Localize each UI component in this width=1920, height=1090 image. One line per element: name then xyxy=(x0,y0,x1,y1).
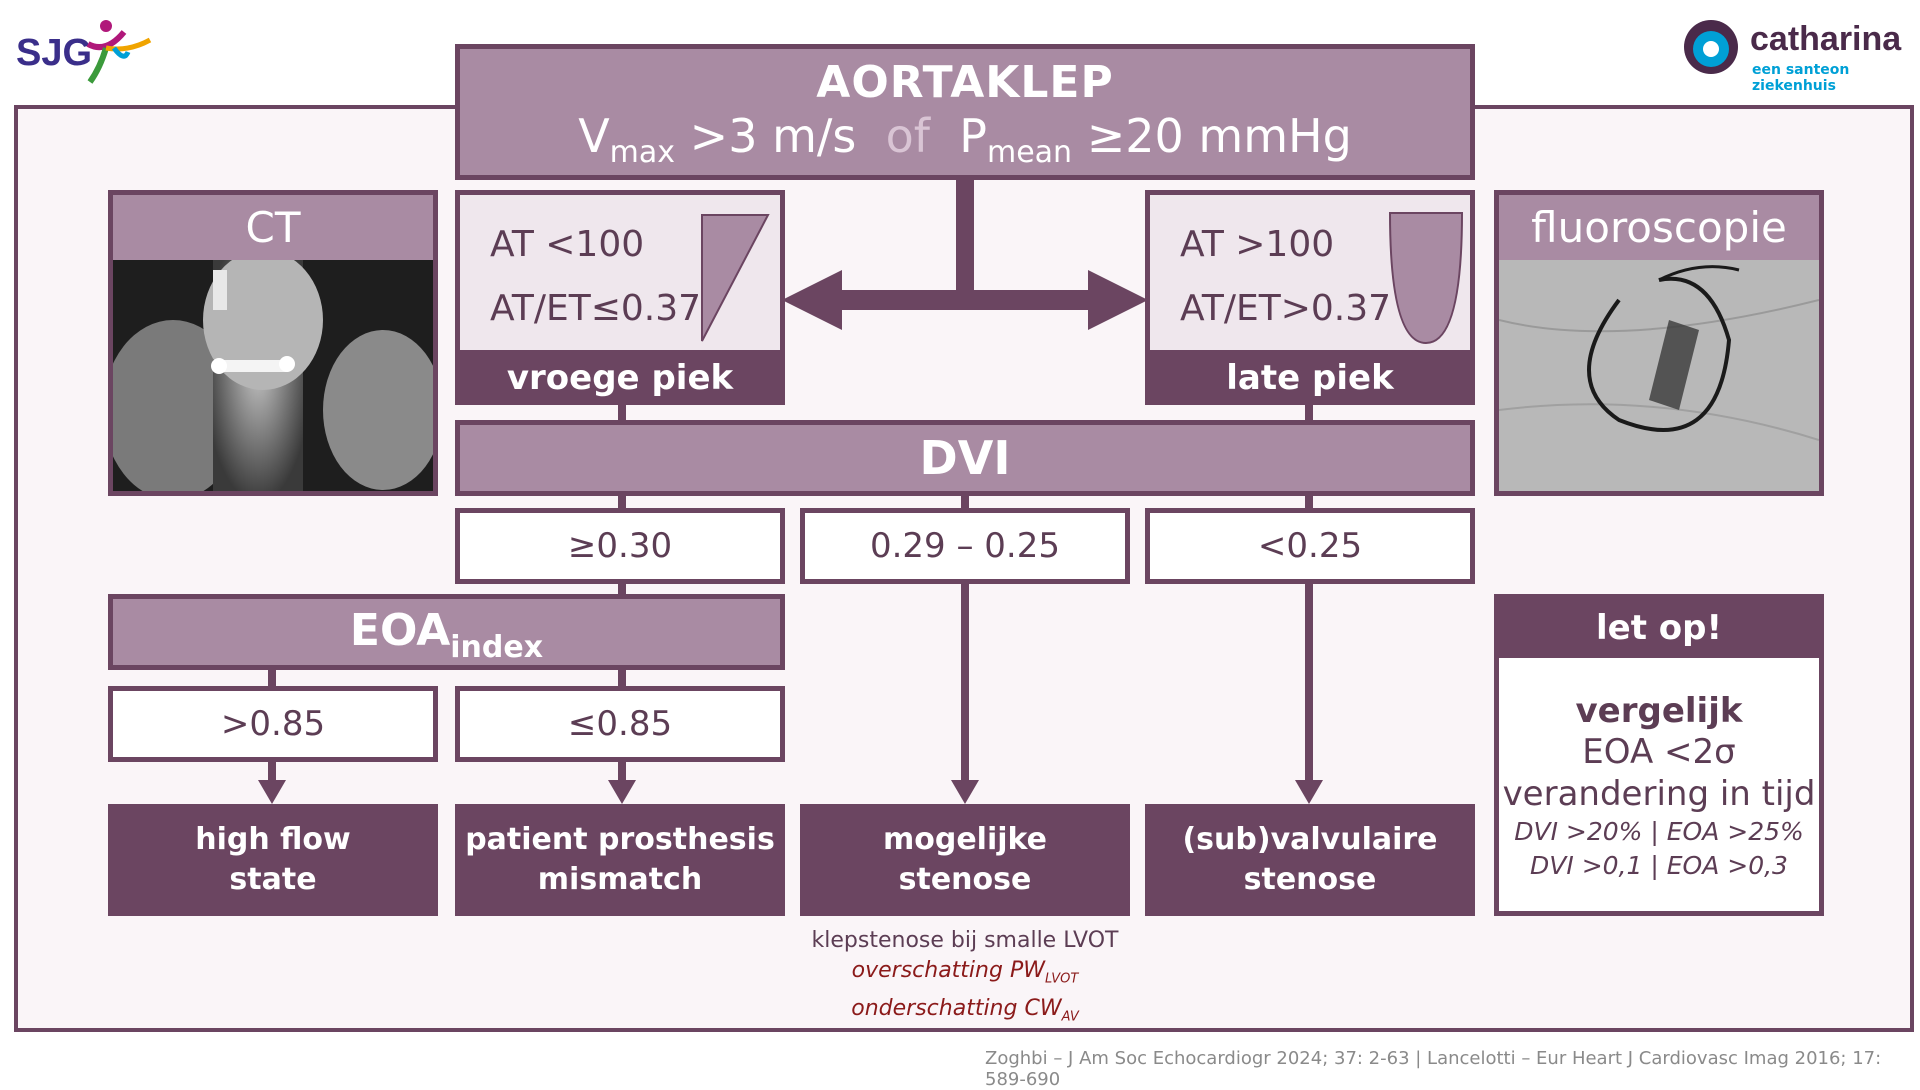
connector-range3-outcome xyxy=(1305,580,1313,784)
sjg-logo-text: SJG xyxy=(16,32,93,74)
catharina-subtitle: een santeon ziekenhuis xyxy=(1752,62,1850,94)
eoa-index-header: EOAindex xyxy=(108,594,785,670)
connector-main-vertical xyxy=(956,178,974,292)
arrow-down-icon xyxy=(951,780,979,804)
late-at: AT >100 xyxy=(1180,224,1335,265)
connector-left-outcome xyxy=(268,760,276,784)
fluoro-label: fluoroscopie xyxy=(1531,203,1787,252)
connector-late-dvi xyxy=(1305,402,1313,420)
late-atet: AT/ET>0.37 xyxy=(1180,288,1392,329)
dvi-range-mid: 0.29 – 0.25 xyxy=(800,508,1130,584)
sjg-logo: SJG xyxy=(16,18,156,88)
arrow-left-icon xyxy=(782,270,842,330)
eoa-sub: index xyxy=(450,630,544,665)
dvi-label: DVI xyxy=(919,431,1011,485)
letop-title-bar: let op! xyxy=(1498,598,1820,658)
early-peak-waveform-icon xyxy=(701,214,770,342)
early-peak-label: vroege piek xyxy=(506,357,734,398)
late-peak-label: late piek xyxy=(1226,357,1394,398)
connector-range2-outcome xyxy=(961,580,969,784)
header-title: AORTAKLEP xyxy=(816,57,1114,108)
sjg-figure-icon xyxy=(86,20,152,84)
connector-early-dvi xyxy=(618,402,626,420)
catharina-name: catharina xyxy=(1750,20,1902,58)
early-peak-box: AT <100 AT/ET≤0.37 vroege piek xyxy=(455,190,785,405)
connector-horizontal xyxy=(820,290,1110,310)
late-peak-box: AT >100 AT/ET>0.37 late piek xyxy=(1145,190,1475,405)
lvot-note: klepstenose bij smalle LVOT overschattin… xyxy=(811,928,1119,1025)
connector-range1-eoa xyxy=(618,580,626,598)
aortaklep-header: AORTAKLEP Vmax >3 m/s of Pmean ≥20 mmHg xyxy=(455,44,1475,180)
letop-content: vergelijk EOA <2σ verandering in tijd DV… xyxy=(1502,691,1816,880)
arrow-down-icon xyxy=(608,780,636,804)
late-peak-label-bar: late piek xyxy=(1145,350,1475,405)
early-atet: AT/ET≤0.37 xyxy=(490,288,702,329)
header-criteria: Vmax >3 m/s of Pmean ≥20 mmHg xyxy=(578,109,1352,170)
letop-panel: let op! vergelijk EOA <2σ verandering in… xyxy=(1494,594,1824,916)
early-at: AT <100 xyxy=(490,224,645,265)
connector-eoa-right xyxy=(618,668,626,686)
ct-label: CT xyxy=(245,203,301,252)
connector-dvi-range3 xyxy=(1305,492,1313,510)
connector-eoa-left xyxy=(268,668,276,686)
fluoroscopy-image xyxy=(1499,260,1819,491)
connector-dvi-range2 xyxy=(961,492,969,510)
dvi-header: DVI xyxy=(455,420,1475,496)
catharina-ring-icon xyxy=(1684,20,1738,74)
late-peak-waveform-icon xyxy=(1388,212,1464,345)
connector-right-outcome xyxy=(618,760,626,784)
arrow-right-icon xyxy=(1088,270,1148,330)
reference-citation: Zoghbi – J Am Soc Echocardiogr 2024; 37:… xyxy=(985,1048,1882,1090)
catharina-logo: catharina een santeon ziekenhuis xyxy=(1680,14,1920,94)
fluoro-label-bar: fluoroscopie xyxy=(1499,195,1819,260)
ct-panel: CT xyxy=(108,190,438,496)
letop-title: let op! xyxy=(1595,608,1722,648)
ct-label-bar: CT xyxy=(113,195,433,260)
arrow-down-icon xyxy=(1295,780,1323,804)
dvi-range-low: <0.25 xyxy=(1145,508,1475,584)
eoa-range-low: ≤0.85 xyxy=(455,686,785,762)
eoa-range-high: >0.85 xyxy=(108,686,438,762)
early-peak-label-bar: vroege piek xyxy=(455,350,785,405)
ct-scan-image xyxy=(113,260,433,491)
connector-dvi-range1 xyxy=(618,492,626,510)
fluoro-panel: fluoroscopie xyxy=(1494,190,1824,496)
dvi-range-high: ≥0.30 xyxy=(455,508,785,584)
arrow-down-icon xyxy=(258,780,286,804)
